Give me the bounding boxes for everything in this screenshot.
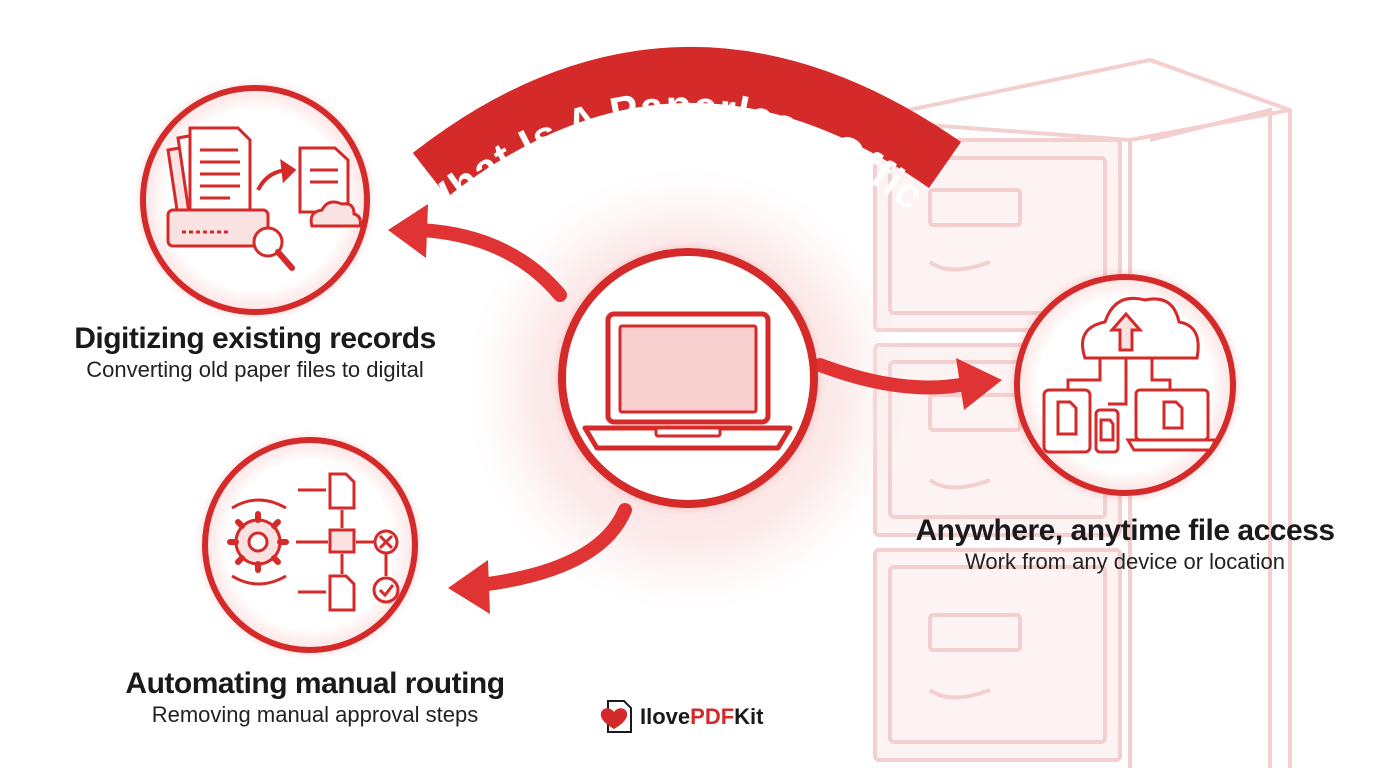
arrow-to-access <box>813 358 1002 410</box>
arrow-to-digitizing <box>388 204 567 302</box>
brand-part-pdf: PDF <box>690 704 735 729</box>
routing-node <box>202 437 418 653</box>
document-scan-icon <box>166 126 362 271</box>
access-subtitle: Work from any device or location <box>965 549 1285 574</box>
brand-part-ilove: Ilove <box>640 704 691 729</box>
brand-name: IlovePDFKit <box>640 704 763 730</box>
digitizing-node <box>140 85 370 315</box>
brand-part-kit: Kit <box>734 704 764 729</box>
brand-logo: IlovePDFKit <box>598 697 798 737</box>
laptop-icon <box>582 311 793 451</box>
routing-subtitle: Removing manual approval steps <box>151 702 479 727</box>
workflow-icon <box>227 472 400 612</box>
digitizing-title: Digitizing existing records <box>74 322 436 355</box>
access-title: Anywhere, anytime file access <box>915 514 1335 547</box>
digitizing-subtitle: Converting old paper files to digital <box>86 357 424 382</box>
routing-title: Automating manual routing <box>125 667 505 700</box>
arrow-to-routing <box>448 503 632 614</box>
digitizing-label: Digitizing existing records Converting o… <box>50 322 460 384</box>
heart-document-icon <box>600 700 632 733</box>
title-banner <box>412 46 962 198</box>
access-label: Anywhere, anytime file access Work from … <box>895 514 1355 576</box>
center-laptop-node <box>558 248 818 508</box>
routing-label: Automating manual routing Removing manua… <box>105 667 525 729</box>
cloud-devices-icon <box>1042 296 1219 454</box>
access-node <box>1013 273 1237 497</box>
